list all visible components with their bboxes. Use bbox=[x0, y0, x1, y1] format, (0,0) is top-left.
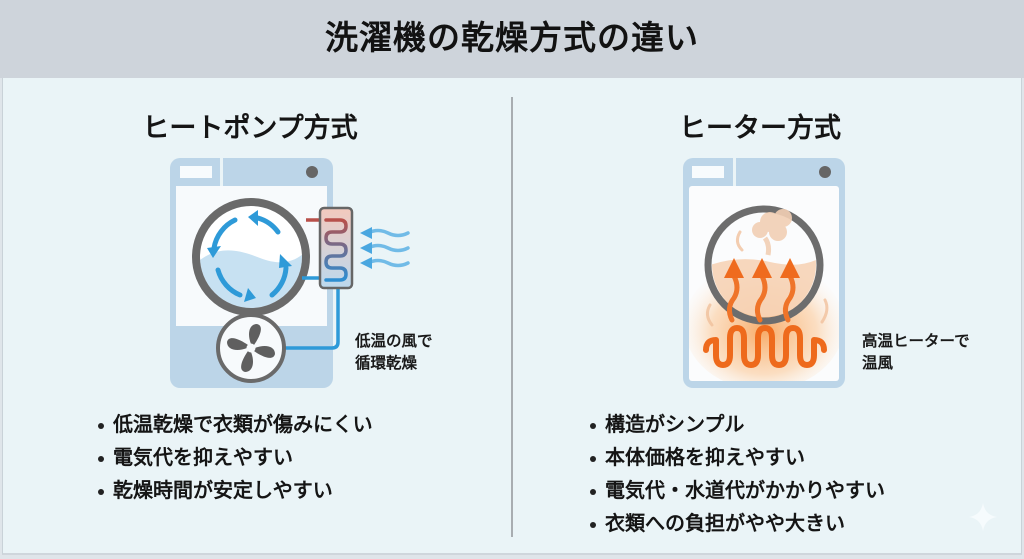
list-item: 構造がシンプル bbox=[590, 408, 885, 441]
heat-pump-caption: 低温の風で 循環乾燥 bbox=[355, 330, 433, 374]
circulation-arrows-icon bbox=[211, 215, 289, 298]
sparkle-icon bbox=[969, 503, 997, 531]
header-banner: 洗濯機の乾燥方式の違い bbox=[0, 0, 1024, 78]
bullet-icon bbox=[590, 521, 596, 528]
heat-pump-illustration bbox=[170, 158, 410, 388]
bullet-icon bbox=[590, 422, 596, 429]
page-title: 洗濯機の乾燥方式の違い bbox=[325, 18, 699, 57]
list-item: 電気代・水道代がかかりやすい bbox=[590, 474, 885, 507]
caption-line: 低温の風で bbox=[355, 332, 433, 350]
incoming-air-icon bbox=[366, 228, 410, 268]
bullet-icon bbox=[98, 488, 104, 495]
heat-pump-title: ヒートポンプ方式 bbox=[142, 113, 358, 144]
list-item: 本体価格を抑えやすい bbox=[590, 441, 885, 474]
bullet-icon bbox=[590, 488, 596, 495]
heat-arrows-icon bbox=[726, 273, 796, 323]
caption-line: 温風 bbox=[862, 354, 894, 372]
heater-caption: 高温ヒーターで 温風 bbox=[862, 330, 970, 374]
heat-pump-features-list: 低温乾燥で衣類が傷みにくい 電気代を抑えやすい 乾燥時間が安定しやすい bbox=[98, 408, 373, 507]
bullet-icon bbox=[98, 422, 104, 429]
fan-icon bbox=[216, 313, 286, 383]
heater-title: ヒーター方式 bbox=[679, 113, 841, 144]
heat-exchanger-icon bbox=[318, 206, 354, 290]
bullet-icon bbox=[98, 455, 104, 462]
heater-features-list: 構造がシンプル 本体価格を抑えやすい 電気代・水道代がかかりやすい 衣類への負担… bbox=[590, 408, 885, 540]
bullet-icon bbox=[590, 455, 596, 462]
column-divider bbox=[511, 97, 513, 537]
heater-coil-icon bbox=[703, 325, 827, 368]
steam-icon bbox=[752, 209, 792, 256]
list-item: 電気代を抑えやすい bbox=[98, 441, 373, 474]
caption-line: 循環乾燥 bbox=[355, 354, 418, 372]
caption-line: 高温ヒーターで bbox=[862, 332, 970, 350]
list-item: 低温乾燥で衣類が傷みにくい bbox=[98, 408, 373, 441]
list-item: 乾燥時間が安定しやすい bbox=[98, 474, 373, 507]
heater-illustration bbox=[683, 158, 845, 388]
list-item: 衣類への負担がやや大きい bbox=[590, 507, 885, 540]
